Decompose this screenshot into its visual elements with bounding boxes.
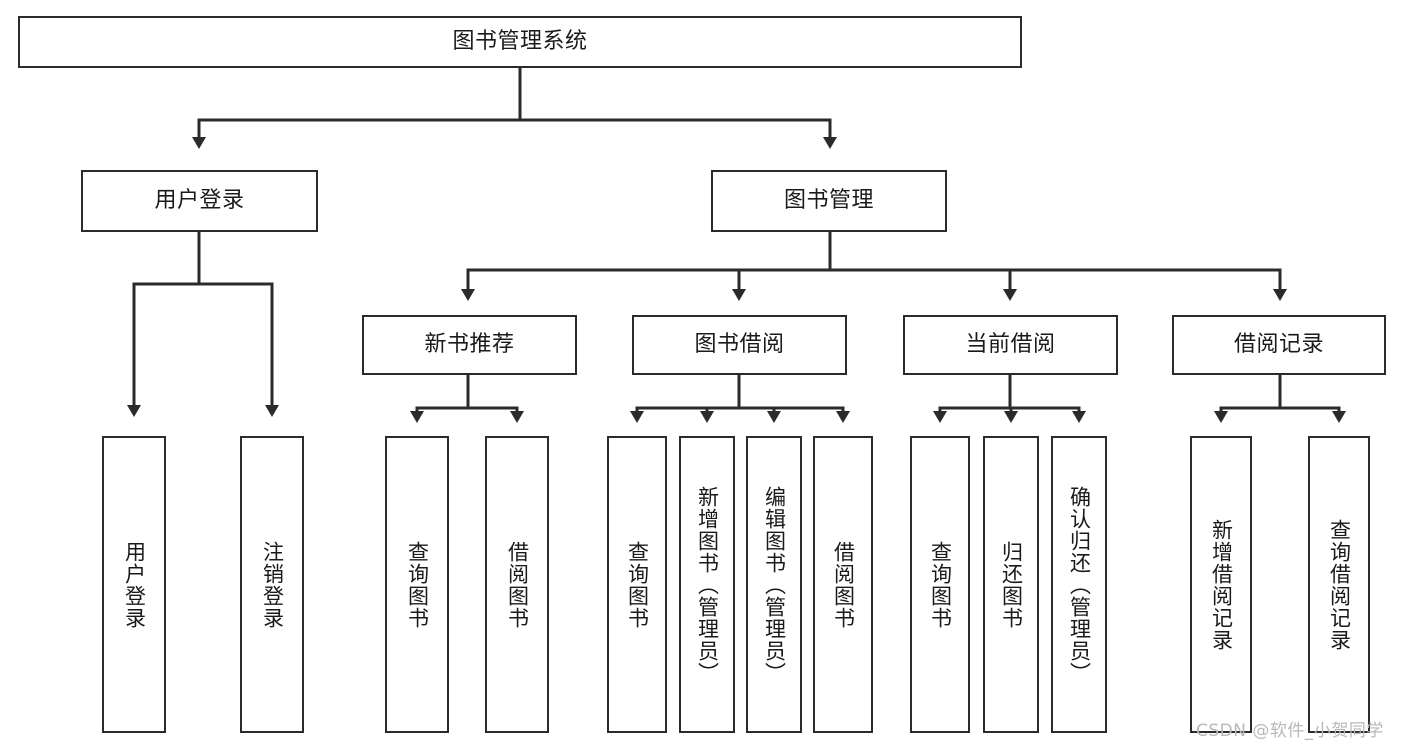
node-leaf-user-login[interactable]: 用户登录 [102,436,166,733]
node-borrow-record-label: 借阅记录 [1233,331,1324,357]
node-leaf-user-login-label: 用户登录 [122,540,147,629]
node-leaf-query-record[interactable]: 查询借阅记录 [1308,436,1370,733]
node-leaf-query-book-borrow[interactable]: 查询图书 [607,436,667,733]
node-root[interactable]: 图书管理系统 [18,16,1022,68]
node-book-borrow[interactable]: 图书借阅 [632,315,847,375]
node-leaf-query-record-label: 查询借阅记录 [1327,518,1352,651]
node-leaf-query-book-rec-label: 查询图书 [405,540,430,629]
node-leaf-query-book-cur[interactable]: 查询图书 [910,436,970,733]
node-borrow-record[interactable]: 借阅记录 [1172,315,1386,375]
node-leaf-borrow-book-label: 借阅图书 [831,540,856,629]
node-current-borrow[interactable]: 当前借阅 [903,315,1118,375]
node-leaf-query-book-borrow-label: 查询图书 [625,540,650,629]
node-current-borrow-label: 当前借阅 [965,331,1056,357]
node-leaf-add-record[interactable]: 新增借阅记录 [1190,436,1252,733]
node-leaf-return-book-label: 归还图书 [999,540,1024,629]
node-book-borrow-label: 图书借阅 [694,331,785,357]
node-leaf-query-book-cur-label: 查询图书 [928,540,953,629]
node-leaf-confirm-return[interactable]: 确认归还（管理员） [1051,436,1107,733]
node-leaf-add-book[interactable]: 新增图书（管理员） [679,436,735,733]
node-leaf-borrow-book-rec-label: 借阅图书 [505,540,530,629]
node-leaf-add-record-label: 新增借阅记录 [1209,518,1234,651]
node-new-book-recommend[interactable]: 新书推荐 [362,315,577,375]
node-user-login[interactable]: 用户登录 [81,170,318,232]
csdn-watermark: CSDN @软件_小贺同学 [1196,721,1384,741]
node-leaf-query-book-rec[interactable]: 查询图书 [385,436,449,733]
node-book-manage[interactable]: 图书管理 [711,170,947,232]
node-leaf-confirm-return-label: 确认归还（管理员） [1067,485,1092,684]
node-leaf-return-book[interactable]: 归还图书 [983,436,1039,733]
node-leaf-add-book-label: 新增图书（管理员） [695,485,720,684]
node-leaf-borrow-book[interactable]: 借阅图书 [813,436,873,733]
node-leaf-logout[interactable]: 注销登录 [240,436,304,733]
node-new-book-recommend-label: 新书推荐 [424,331,515,357]
node-book-manage-label: 图书管理 [783,187,874,213]
node-leaf-edit-book[interactable]: 编辑图书（管理员） [746,436,802,733]
node-leaf-edit-book-label: 编辑图书（管理员） [762,485,787,684]
node-root-label: 图书管理系统 [452,28,588,54]
node-leaf-borrow-book-rec[interactable]: 借阅图书 [485,436,549,733]
node-user-login-label: 用户登录 [154,187,245,213]
node-leaf-logout-label: 注销登录 [260,540,285,629]
